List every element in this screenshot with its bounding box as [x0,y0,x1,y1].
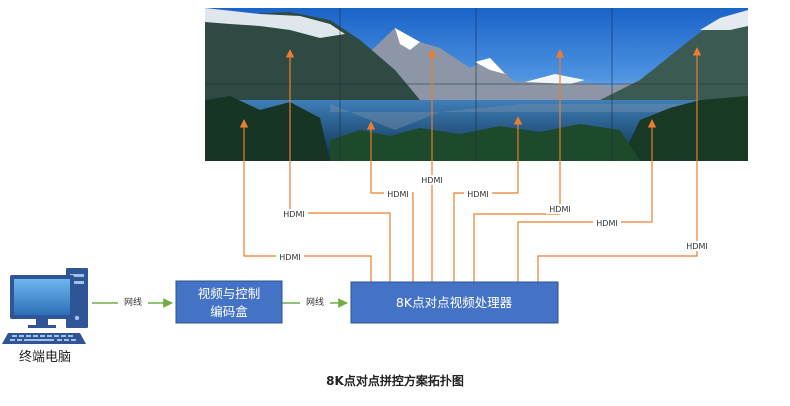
network-cable-label-2: 网线 [306,296,324,308]
video-wall [205,8,748,161]
terminal-label: 终端电脑 [19,349,71,365]
hdmi-label-7: HDMI [596,219,617,228]
encoder-box-label-line1: 视频与控制 [198,286,261,301]
encoder-box: 视频与控制 编码盒 [175,280,283,324]
video-processor-box: 8K点对点视频处理器 [350,281,559,324]
hdmi-labels: HDMI HDMI HDMI HDMI HDMI HDMI HDMI HDMI [276,175,711,262]
hdmi-label-2: HDMI [283,210,304,219]
hdmi-label-3: HDMI [387,190,408,199]
diagram-caption: 8K点对点拼控方案拓扑图 [326,374,464,388]
computer-icon [2,268,88,344]
hdmi-label-8: HDMI [686,242,707,251]
video-processor-label: 8K点对点视频处理器 [396,295,513,310]
hdmi-label-5: HDMI [467,190,488,199]
network-cable-label-1: 网线 [124,296,142,308]
encoder-box-label-line2: 编码盒 [210,304,248,319]
hdmi-label-4: HDMI [421,176,442,185]
hdmi-label-6: HDMI [549,205,570,214]
hdmi-label-1: HDMI [279,253,300,262]
